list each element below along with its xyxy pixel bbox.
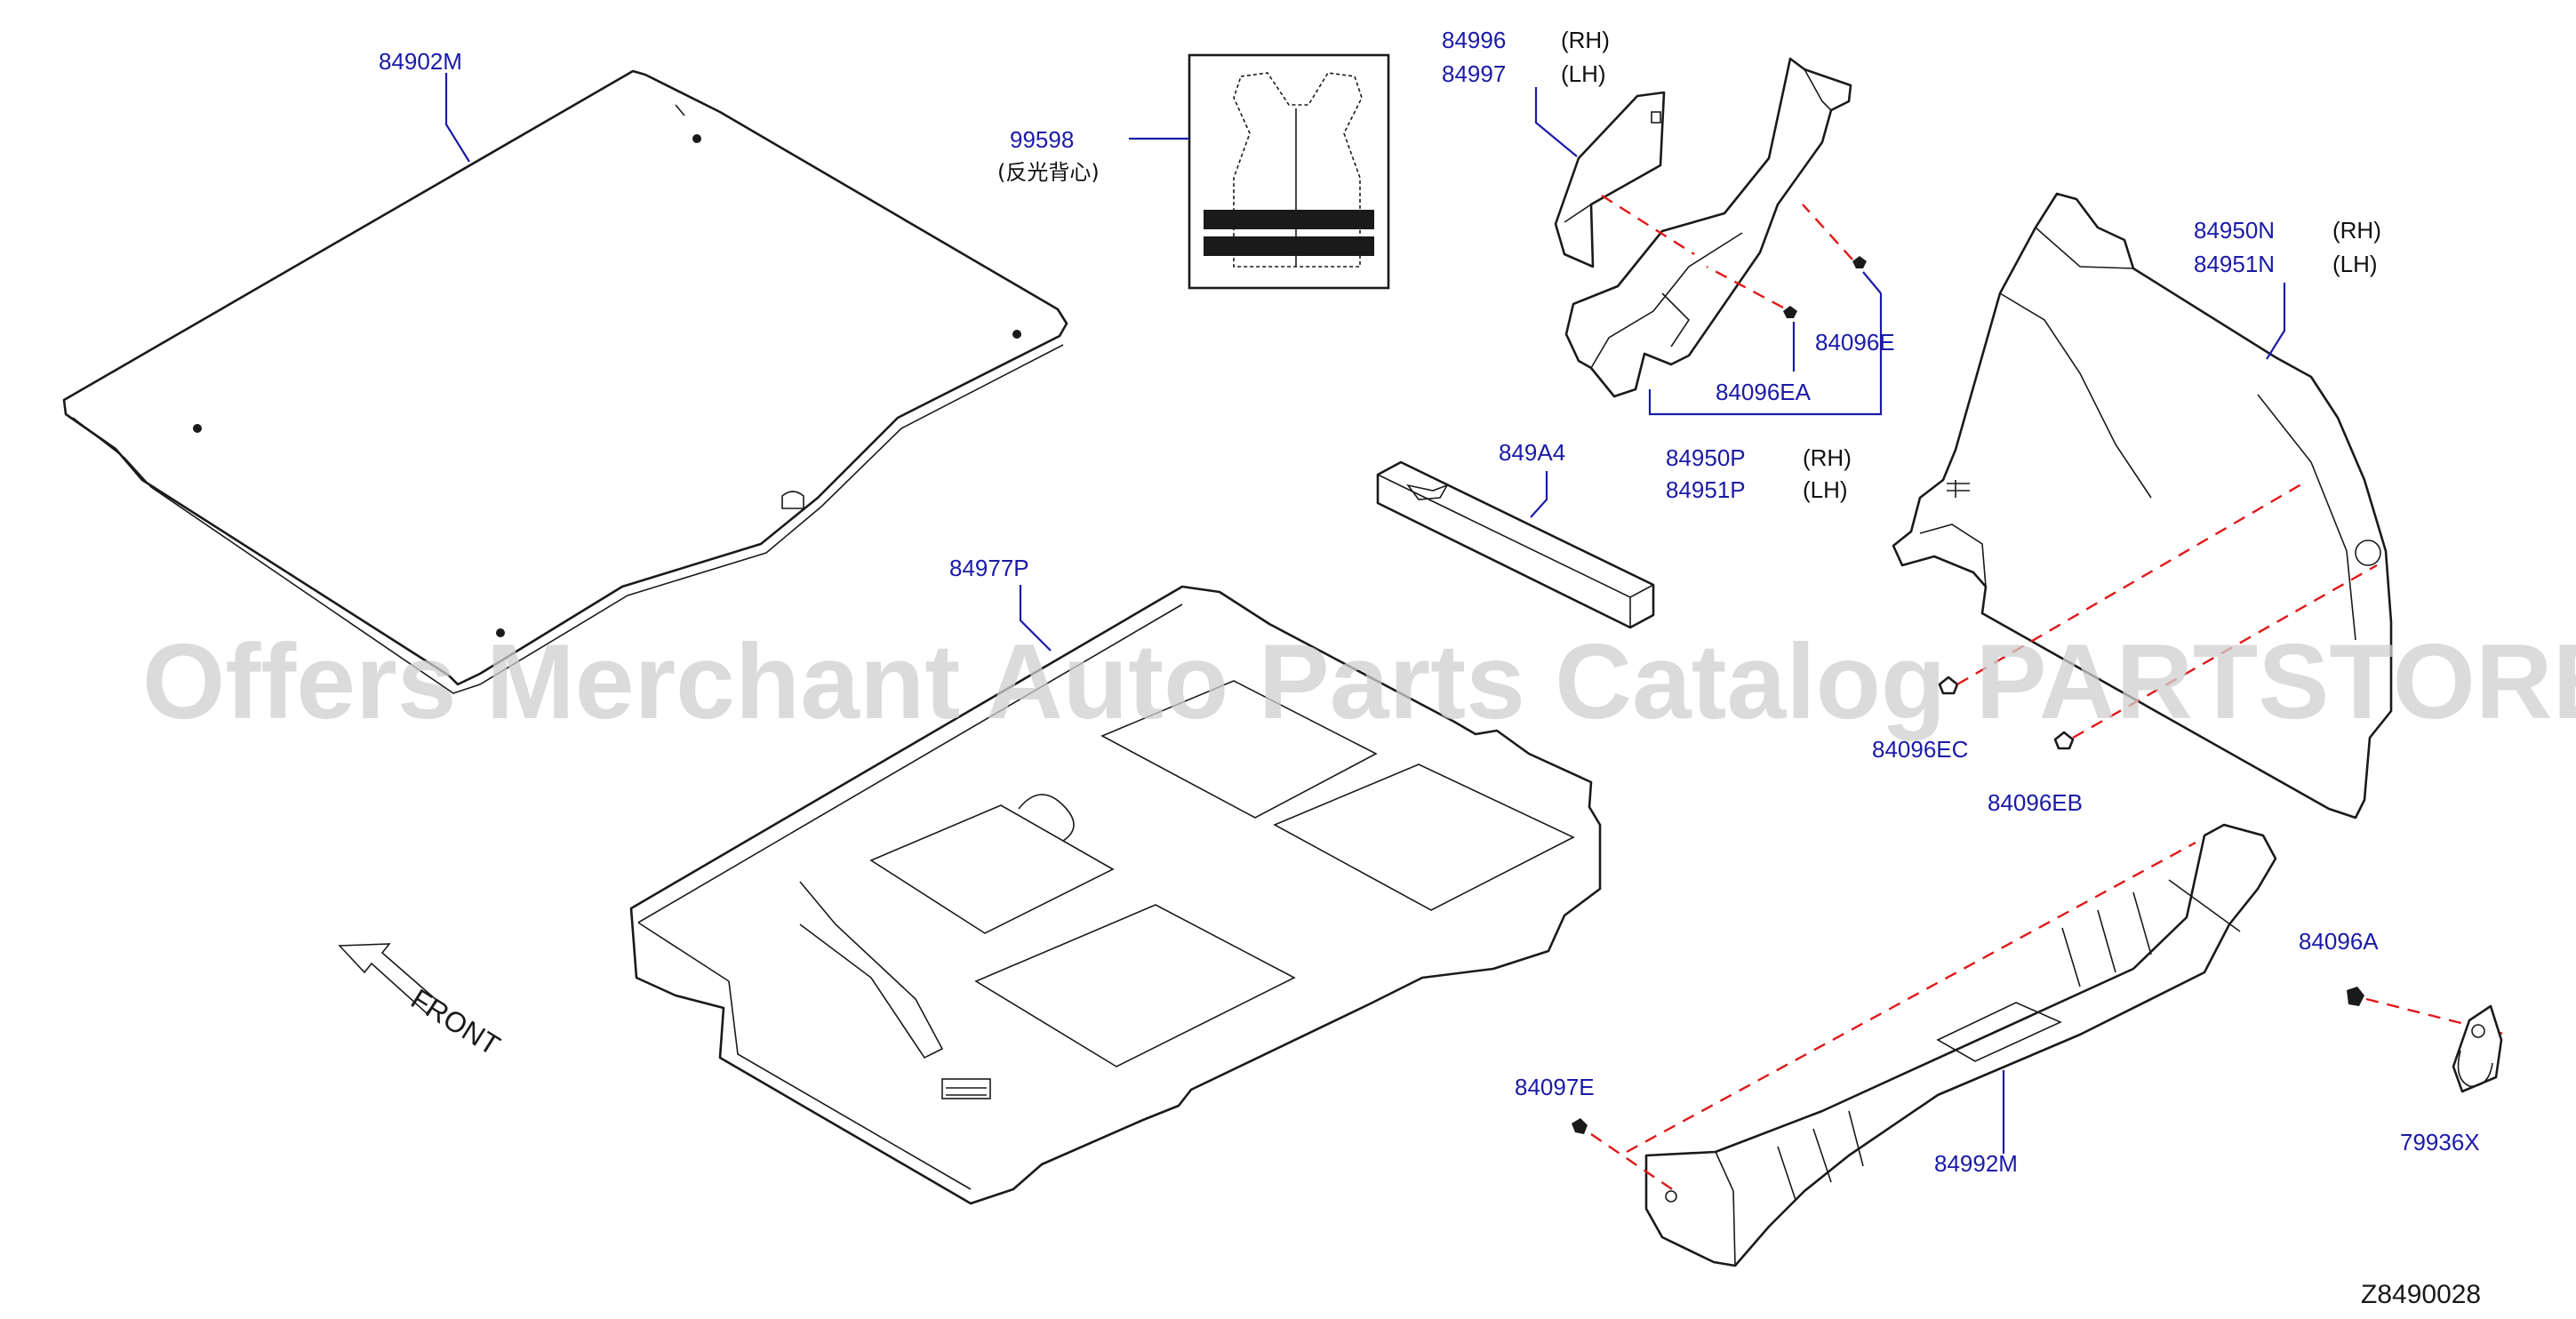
label-99598-desc: (反光背心) xyxy=(997,160,1100,185)
label-79936X[interactable]: 79936X xyxy=(2400,1129,2480,1155)
underfloor-storage-tray[interactable] xyxy=(629,585,1602,1205)
label-84096E[interactable]: 84096E xyxy=(1815,329,1895,356)
watermark: Offers Merchant Auto Parts Catalog PARTS… xyxy=(142,622,2576,741)
side-trim-panel[interactable] xyxy=(1892,192,2393,819)
front-arrow: FRONT xyxy=(338,943,506,1061)
label-849A4[interactable]: 849A4 xyxy=(1499,439,1565,466)
clip-84096EC[interactable] xyxy=(1938,675,1959,695)
label-84992M[interactable]: 84992M xyxy=(1934,1150,2018,1177)
label-84996-side: (RH) xyxy=(1561,27,1610,53)
rear-sill-plate[interactable] xyxy=(1644,823,2277,1267)
label-84096A[interactable]: 84096A xyxy=(2299,928,2379,955)
label-84951N-side: (LH) xyxy=(2332,251,2378,277)
dash-84096A xyxy=(2365,997,2508,1036)
clip-84096EB[interactable] xyxy=(2053,731,2075,750)
leader-84902M xyxy=(444,73,470,163)
dash-84096EC xyxy=(1956,480,2307,686)
label-84950N[interactable]: 84950N xyxy=(2194,217,2275,244)
label-84997[interactable]: 84997 xyxy=(1442,60,1506,87)
side-upper-bracket[interactable] xyxy=(1564,57,1852,398)
label-84097E[interactable]: 84097E xyxy=(1515,1074,1595,1100)
label-84996[interactable]: 84996 xyxy=(1442,27,1506,53)
leader-84096E xyxy=(1862,271,1882,294)
cargo-hook[interactable] xyxy=(2452,1004,2503,1093)
diagram-code: Z8490028 xyxy=(2361,1280,2481,1309)
label-84950P[interactable]: 84950P xyxy=(1666,444,1746,471)
label-84951P-side: (LH) xyxy=(1803,476,1848,503)
dash-84097E xyxy=(1590,1133,1676,1192)
reflective-vest[interactable] xyxy=(1188,53,1390,290)
dash-84096EA xyxy=(1706,265,1784,309)
label-84950P-side: (RH) xyxy=(1803,444,1852,471)
label-84950N-side: (RH) xyxy=(2332,217,2381,244)
cargo-floor-board[interactable] xyxy=(62,69,1068,694)
leader-84977P xyxy=(1019,585,1052,652)
side-trim-cover[interactable] xyxy=(1554,91,1666,268)
label-99598[interactable]: 99598 xyxy=(1010,126,1074,153)
leader-84950P xyxy=(1648,293,1883,416)
label-84096EC[interactable]: 84096EC xyxy=(1872,736,1968,763)
label-84997-side: (LH) xyxy=(1561,60,1606,87)
dash-84097E-upper xyxy=(1626,841,2196,1154)
label-84951N[interactable]: 84951N xyxy=(2194,251,2275,277)
leader-84950N xyxy=(2266,283,2286,360)
tool-bar[interactable] xyxy=(1376,460,1655,629)
dash-84096E xyxy=(1802,204,1853,260)
clip-84096A[interactable] xyxy=(2347,987,2364,1006)
label-84951P[interactable]: 84951P xyxy=(1666,476,1746,503)
clip-84097E[interactable] xyxy=(1572,1118,1588,1134)
leader-84996 xyxy=(1534,87,1578,157)
clip-84096EA[interactable] xyxy=(1783,306,1797,318)
label-84902M[interactable]: 84902M xyxy=(379,48,462,75)
leader-849A4 xyxy=(1530,471,1548,518)
label-84096EA[interactable]: 84096EA xyxy=(1716,379,1812,405)
clip-84096E[interactable] xyxy=(1852,256,1867,268)
label-84977P[interactable]: 84977P xyxy=(949,555,1029,581)
dash-84096EB xyxy=(2072,564,2378,739)
dash-trim-bracket xyxy=(1601,194,1695,256)
front-label: FRONT xyxy=(405,982,506,1061)
label-84096EB[interactable]: 84096EB xyxy=(1988,789,2083,816)
